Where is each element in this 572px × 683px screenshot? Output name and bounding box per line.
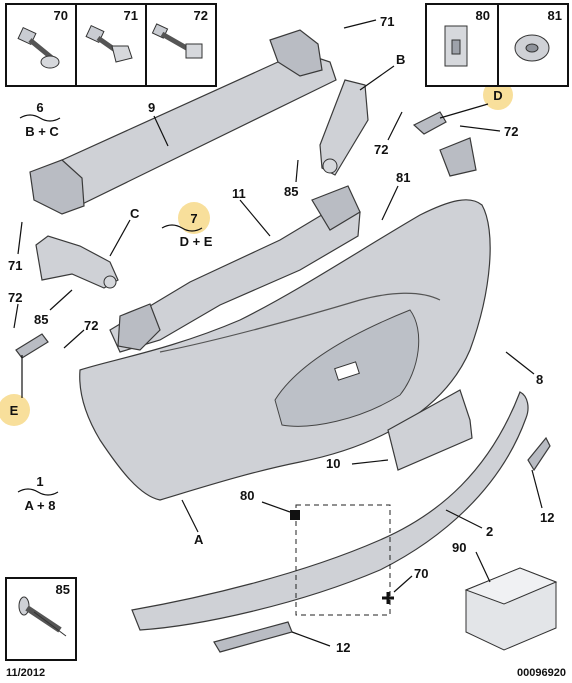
callout-72c: 72 xyxy=(8,290,22,305)
leader-b xyxy=(359,65,395,91)
side-clip-left xyxy=(15,333,49,359)
callout-70: 70 xyxy=(414,566,428,581)
callout-81: 81 xyxy=(396,170,410,185)
rivet-icon xyxy=(18,596,67,637)
leader-a xyxy=(181,499,199,533)
callout-9: 9 xyxy=(148,100,155,115)
callout-80: 80 xyxy=(240,488,254,503)
dashed-frame xyxy=(295,504,391,616)
callout-7-sub: D + E xyxy=(180,234,213,249)
leader-10 xyxy=(351,459,389,465)
leader-72a xyxy=(387,111,403,141)
inset-box-80 xyxy=(425,3,499,87)
highlight-7 xyxy=(178,202,210,234)
leader-72d xyxy=(63,329,85,349)
highlight-e xyxy=(0,394,30,426)
upper-support-bracket xyxy=(109,185,361,353)
callout-10: 10 xyxy=(326,456,340,471)
clip-icon xyxy=(444,25,468,67)
callout-72a: 72 xyxy=(374,142,388,157)
leader-12a xyxy=(531,469,543,509)
callout-6: 6 xyxy=(36,100,43,115)
inset-label-72: 72 xyxy=(194,8,208,23)
reflector-right xyxy=(527,436,551,472)
callout-12b: 12 xyxy=(336,640,350,655)
callout-1: 1 xyxy=(36,474,43,489)
bolt-icon xyxy=(151,23,203,59)
rear-reinforcement-beam xyxy=(29,29,337,215)
callout-6-sub: B + C xyxy=(25,124,59,139)
callout-90: 90 xyxy=(452,540,466,555)
callout-11: 11 xyxy=(232,186,246,201)
leader-81 xyxy=(381,185,399,221)
leader-8 xyxy=(505,351,535,375)
callout-7: 7 xyxy=(190,211,197,226)
separator-1 xyxy=(17,488,59,496)
callout-71a: 71 xyxy=(380,14,394,29)
leader-9 xyxy=(153,115,169,147)
leader-c xyxy=(109,219,131,257)
footer-date: 11/2012 xyxy=(6,667,45,679)
leader-90 xyxy=(475,551,491,583)
leader-70 xyxy=(393,575,413,593)
side-clip-right xyxy=(412,111,447,135)
inset-label-71: 71 xyxy=(124,8,138,23)
leader-72b xyxy=(459,125,501,132)
leader-80 xyxy=(261,501,291,513)
inset-box-70 xyxy=(5,3,77,87)
leader-72c xyxy=(13,303,19,329)
inset-box-85 xyxy=(5,577,77,661)
callout-72b: 72 xyxy=(504,124,518,139)
leader-d xyxy=(439,103,489,119)
leader-11 xyxy=(239,199,271,237)
rear-bumper-shell xyxy=(79,137,491,501)
callout-85a: 85 xyxy=(284,184,298,199)
inset-box-72 xyxy=(145,3,217,87)
bolt-icon xyxy=(85,24,133,63)
callout-e: E xyxy=(10,403,19,418)
bolt-icon xyxy=(17,26,60,69)
leader-71a xyxy=(343,19,377,29)
inset-label-70: 70 xyxy=(54,8,68,23)
bracket-c xyxy=(35,235,119,289)
callout-12a: 12 xyxy=(540,510,554,525)
square-marker xyxy=(290,510,300,520)
highlight-d xyxy=(483,80,513,110)
cross-marker xyxy=(382,592,394,604)
leader-85b xyxy=(49,289,73,311)
callout-71b: 71 xyxy=(8,258,22,273)
fastener-kit xyxy=(464,567,558,651)
callout-1-sub: A + 8 xyxy=(25,498,56,513)
inset-label-80: 80 xyxy=(476,8,490,23)
callout-2: 2 xyxy=(486,524,493,539)
callout-b: B xyxy=(396,52,405,67)
callout-a: A xyxy=(194,532,204,547)
inset-label-81: 81 xyxy=(548,8,562,23)
callout-8: 8 xyxy=(536,372,543,387)
separator-6 xyxy=(19,114,61,122)
footer-ref: 00096920 xyxy=(517,667,566,679)
leader-12b xyxy=(291,631,331,647)
callout-85b: 85 xyxy=(34,312,48,327)
inset-box-71 xyxy=(75,3,147,87)
license-plate-panel xyxy=(387,389,473,471)
callout-c: C xyxy=(130,206,140,221)
leader-71b xyxy=(17,221,23,255)
callout-72d: 72 xyxy=(84,318,98,333)
separator-7 xyxy=(161,224,203,232)
inset-box-81 xyxy=(497,3,569,87)
reflector-left xyxy=(213,621,293,653)
leader-2 xyxy=(445,509,483,529)
inset-label-85: 85 xyxy=(56,582,70,597)
callout-d: D xyxy=(493,88,502,103)
nut-icon xyxy=(514,34,550,62)
bracket-b xyxy=(319,79,369,176)
leader-85a xyxy=(295,159,299,183)
